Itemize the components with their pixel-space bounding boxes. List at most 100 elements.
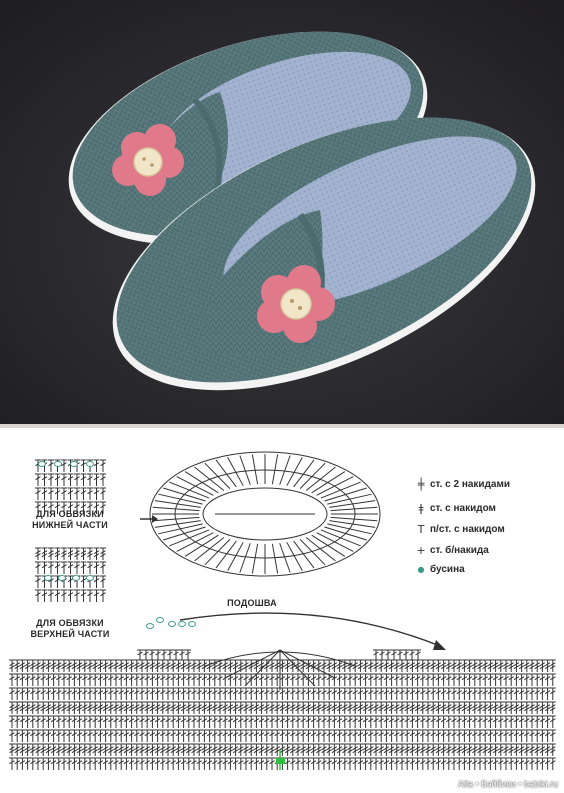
stitch-symbol — [74, 473, 80, 486]
stitch-symbol — [477, 729, 483, 742]
stitch-symbol — [87, 673, 93, 686]
stitch-symbol — [513, 757, 520, 770]
stitch-symbol — [300, 687, 307, 700]
stitch-symbol — [393, 729, 400, 742]
stitch-symbol — [539, 687, 546, 700]
stitch-symbol — [237, 701, 244, 714]
stitch-symbol — [321, 715, 327, 728]
stitch-symbol — [482, 659, 489, 672]
stitch-symbol — [269, 659, 275, 672]
stitch-symbol — [76, 743, 83, 756]
stitch-symbol — [274, 715, 281, 728]
stitch-symbol — [113, 757, 119, 770]
stitch-symbol — [41, 473, 48, 486]
stitch-symbol — [97, 701, 104, 714]
stitch-symbol — [71, 715, 78, 728]
stitch-symbol — [409, 687, 416, 700]
stitch-symbol — [425, 715, 431, 728]
stitch-symbol — [258, 715, 265, 728]
stitch-symbol — [66, 729, 73, 742]
stitch-symbol — [347, 687, 353, 700]
stitch-symbol — [477, 673, 483, 686]
stitch-symbol — [14, 673, 21, 686]
stitch-symbol — [67, 547, 74, 560]
stitch-symbol — [61, 673, 67, 686]
stitch-symbol — [71, 673, 78, 686]
bead-mark — [86, 461, 94, 467]
stitch-symbol — [14, 729, 21, 742]
bead-mark — [86, 575, 94, 581]
stitch-symbol — [97, 757, 104, 770]
stitch-symbol — [451, 715, 457, 728]
stitch-symbol — [362, 659, 369, 672]
stitch-symbol — [66, 743, 73, 756]
stitch-symbol — [373, 715, 379, 728]
stitch-symbol — [118, 687, 125, 700]
stitch-symbol — [93, 561, 100, 574]
stitch-symbol — [159, 757, 166, 770]
stitch-symbol — [24, 743, 31, 756]
stitch-symbol — [102, 673, 109, 686]
stitch-symbol — [41, 561, 48, 574]
stitch-symbol — [67, 575, 74, 588]
stitch-symbol — [513, 729, 520, 742]
stitch-symbol — [173, 649, 179, 660]
stitch-symbol — [55, 659, 62, 672]
stitch-symbol — [466, 757, 473, 770]
sole-stitch — [227, 542, 244, 571]
stitch-symbol — [87, 547, 93, 560]
stitch-symbol — [492, 701, 499, 714]
stitch-symbol — [19, 659, 26, 672]
stitch-symbol — [185, 757, 192, 770]
stitch-symbol — [518, 673, 525, 686]
stitch-symbol — [48, 473, 54, 486]
stitch-symbol — [295, 729, 301, 742]
stitch-symbol — [435, 757, 442, 770]
stitch-symbol — [383, 673, 390, 686]
stitch-symbol — [102, 715, 109, 728]
stitch-symbol — [154, 715, 161, 728]
stitch-symbol — [211, 729, 218, 742]
stitch-symbol — [508, 659, 515, 672]
sole-stitch — [299, 462, 326, 489]
stitch-symbol — [118, 673, 125, 686]
stitch-symbol — [67, 589, 74, 602]
stitch-symbol — [154, 701, 161, 714]
stitch-symbol — [201, 701, 208, 714]
stitch-symbol — [508, 729, 515, 742]
stitch-symbol — [492, 715, 499, 728]
stitch-symbol — [29, 701, 36, 714]
bead-mark — [146, 623, 154, 629]
stitch-symbol — [378, 729, 385, 742]
stitch-symbol — [217, 729, 223, 742]
stitch-symbol — [518, 757, 525, 770]
stitch-symbol — [367, 687, 374, 700]
stitch-symbol — [128, 715, 135, 728]
stitch-symbol — [425, 701, 431, 714]
stitch-symbol — [19, 701, 26, 714]
stitch-symbol — [269, 701, 275, 714]
stitch-symbol — [170, 673, 177, 686]
stitch-symbol — [154, 729, 161, 742]
stitch-symbol — [206, 715, 213, 728]
stitch-symbol — [482, 673, 489, 686]
stitch-symbol — [508, 701, 515, 714]
stitch-symbol — [170, 729, 177, 742]
stitch-symbol — [185, 701, 192, 714]
sole-stitch — [251, 454, 259, 485]
stitch-symbol — [487, 743, 494, 756]
stitch-symbol — [435, 715, 442, 728]
stitch-symbol — [274, 673, 281, 686]
stitch-symbol — [201, 687, 208, 700]
stitch-symbol — [321, 729, 327, 742]
stitch-symbol — [289, 659, 296, 672]
stitch-symbol — [35, 673, 41, 686]
stitch-symbol — [165, 757, 171, 770]
stitch-symbol — [399, 659, 405, 672]
stitch-symbol — [92, 673, 99, 686]
stitch-symbol — [9, 757, 15, 770]
bead-mark — [168, 621, 176, 627]
stitch-symbol — [393, 673, 400, 686]
stitch-symbol — [80, 501, 87, 514]
stitch-symbol — [367, 659, 374, 672]
